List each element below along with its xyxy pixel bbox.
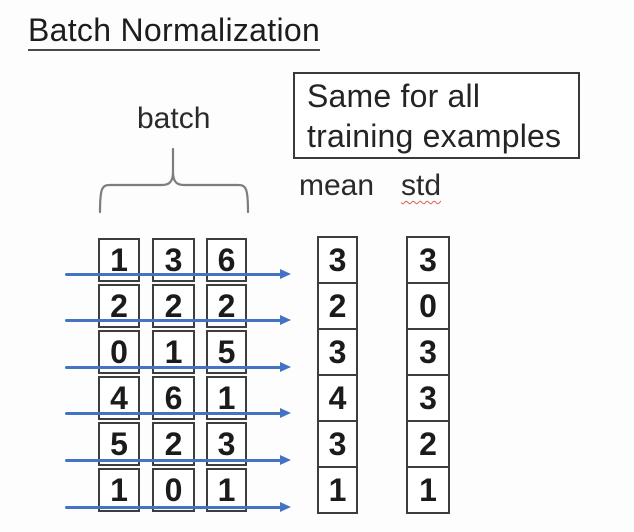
std-column-label: std — [401, 169, 442, 202]
batch-cell: 1 — [206, 468, 247, 512]
note-box: Same for all training examples — [293, 72, 580, 159]
batch-label: batch — [137, 102, 211, 135]
std-cell: 3 — [408, 238, 448, 284]
mean-cell: 1 — [328, 471, 347, 508]
row-arrow — [65, 315, 291, 326]
batch-brace — [98, 147, 250, 214]
mean-cell: 3 — [319, 330, 356, 376]
batch-cell: 0 — [152, 468, 195, 512]
std-cell: 3 — [408, 376, 448, 422]
row-arrow — [65, 501, 291, 512]
batch-cell: 5 — [98, 422, 140, 466]
mean-cell: 3 — [319, 238, 356, 284]
std-cell: 3 — [408, 330, 448, 376]
batch-cell: 1 — [98, 468, 140, 512]
batch-cell: 3 — [206, 422, 247, 466]
mean-column-label: mean — [299, 169, 375, 202]
note-line-2: training examples — [307, 118, 562, 154]
mean-cell: 2 — [319, 284, 356, 330]
row-arrow — [65, 361, 291, 372]
std-cell: 1 — [419, 471, 437, 508]
note-line-1: Same for all — [307, 78, 481, 114]
row-arrow — [65, 268, 291, 279]
std-cell: 0 — [408, 284, 448, 330]
mean-cell: 4 — [319, 376, 356, 422]
batch-cell: 2 — [152, 422, 195, 466]
mean-cell: 3 — [319, 422, 356, 468]
row-arrow — [65, 408, 291, 419]
row-arrow — [65, 454, 291, 465]
page-title: Batch Normalization — [28, 13, 321, 51]
std-cell: 2 — [408, 422, 448, 468]
